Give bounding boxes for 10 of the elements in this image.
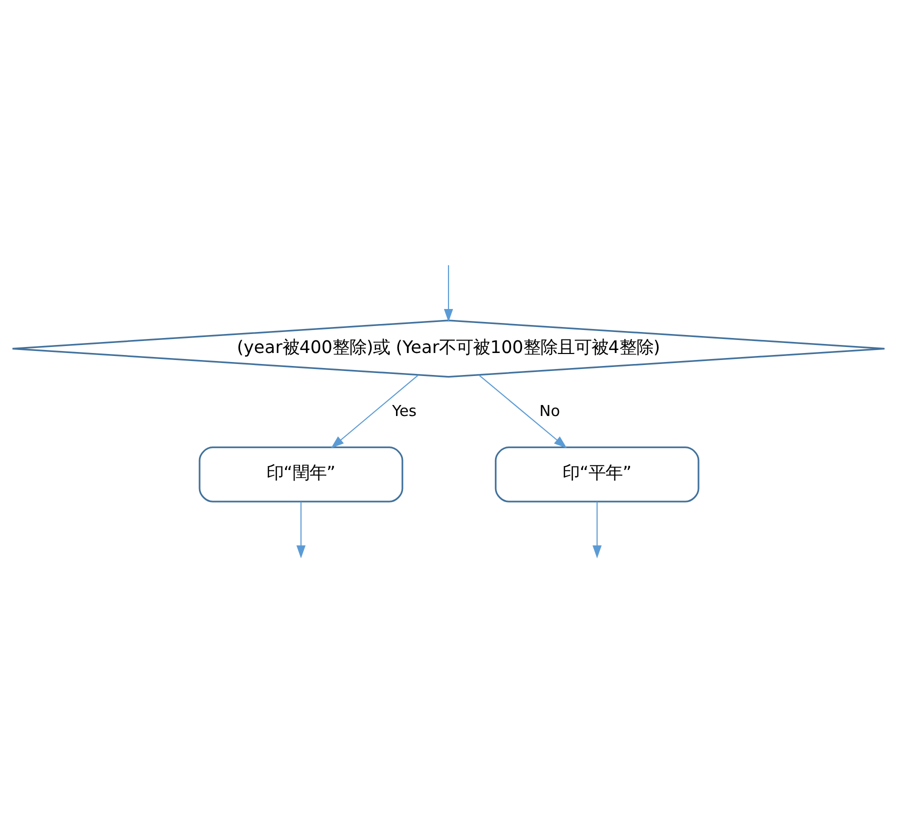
arrow	[478, 374, 567, 448]
node-box: 印“閏年”	[198, 446, 404, 502]
edge-label: No	[539, 402, 560, 420]
edge-label: Yes	[392, 402, 417, 420]
arrow	[330, 374, 419, 448]
arrow	[444, 265, 454, 322]
node-box: 印“平年”	[494, 446, 700, 502]
arrow	[592, 502, 602, 558]
arrow	[296, 502, 306, 558]
node-diamond: (year被400整除)或 (Year不可被100整除且可被4整除)	[12, 320, 886, 378]
